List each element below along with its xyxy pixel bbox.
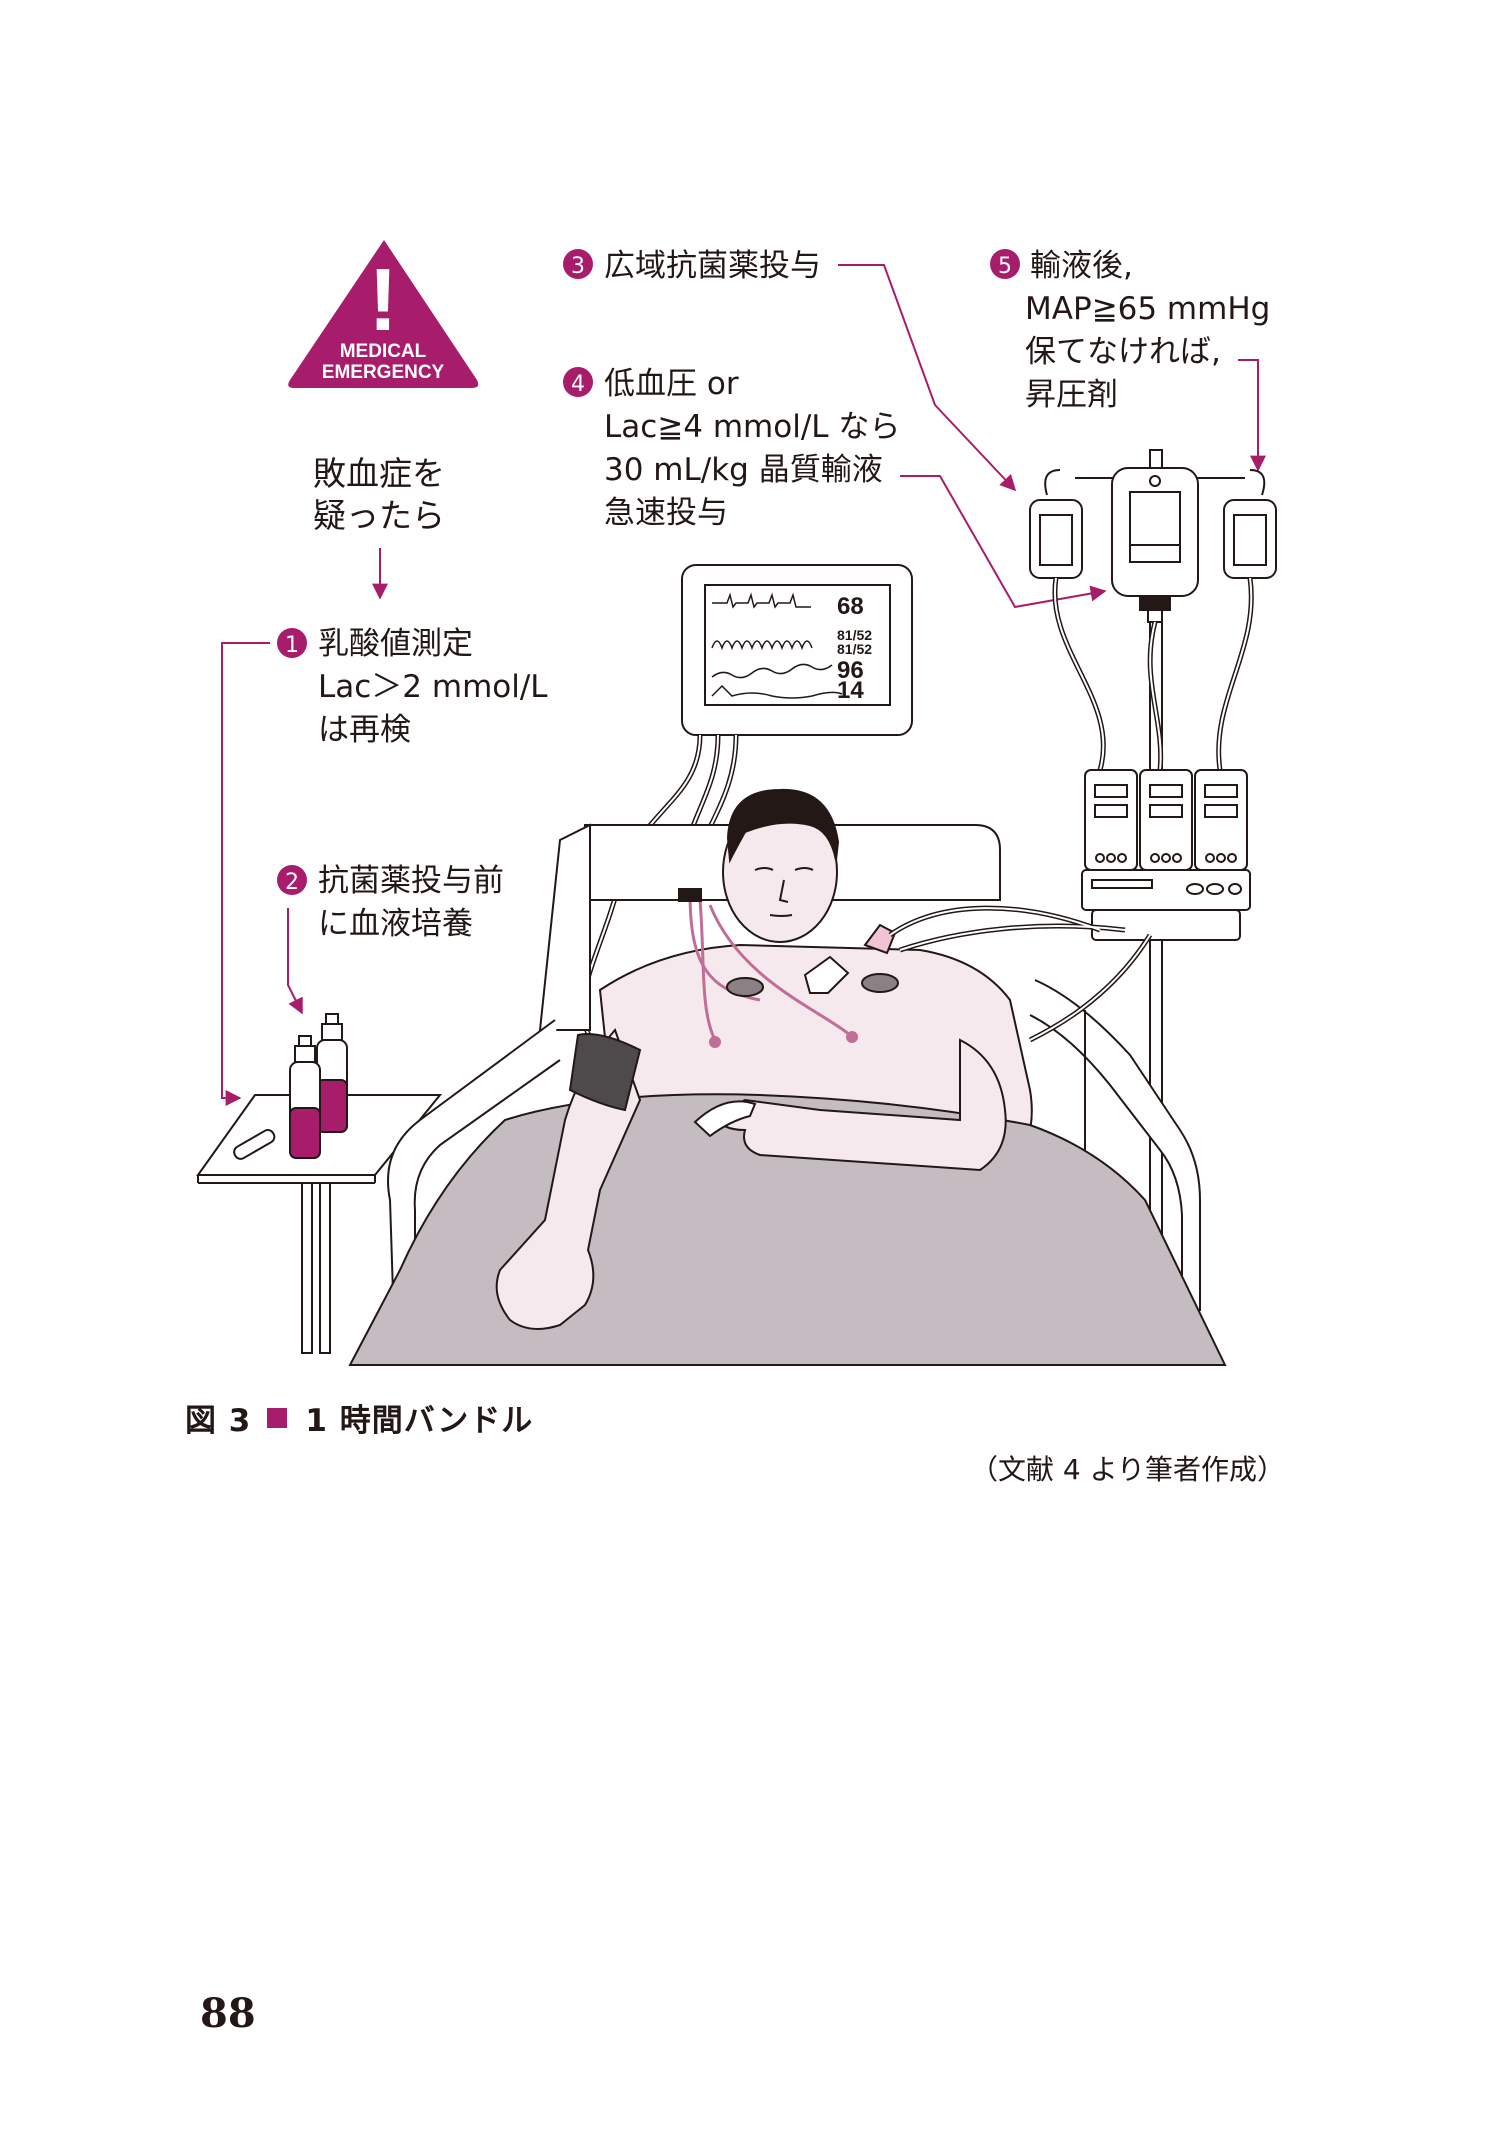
step4-number: 4 [571, 372, 585, 397]
ecg-electrodes [678, 888, 899, 1048]
step5-number-badge [990, 249, 1020, 279]
monitor-bp-2: 81/52 [837, 641, 872, 657]
step2-line2: に血液培養 [318, 906, 473, 942]
step4-number-badge [563, 367, 593, 397]
step1-number-badge [277, 628, 307, 658]
caption-title: 1 時間バンドル [305, 1403, 534, 1439]
exclamation-icon: ! [368, 250, 397, 349]
vital-signs-monitor: 68 81/52 81/52 96 14 [681, 564, 913, 736]
caption-figure-number: 図 3 [185, 1403, 252, 1439]
step3-number-badge [563, 249, 593, 279]
figure-caption: 図 3 1 時間バンドル [185, 1395, 533, 1440]
step5-line3: 保てなければ, [1025, 334, 1221, 370]
step4-line2: Lac≧4 mmol/L なら [604, 409, 900, 445]
step1-number: 1 [285, 633, 299, 658]
page-number: 88 [200, 1990, 256, 2037]
step3-number: 3 [571, 254, 585, 279]
step4-line1: 低血圧 or [604, 366, 739, 402]
monitor-spo2: 96 [837, 657, 864, 684]
monitor-bp-1: 81/52 [837, 627, 872, 643]
medical-emergency-sign: ! MEDICAL EMERGENCY [288, 240, 479, 388]
blood-culture-bottles [289, 1013, 348, 1159]
figure-source: （文献 4 より筆者作成） [970, 1453, 1286, 1486]
step1-line3: は再検 [318, 712, 411, 748]
figure-illustration: ! MEDICAL EMERGENCY 敗血症を 疑ったら 1 乳酸値測定 La… [196, 240, 1277, 1366]
step5-line1: 輸液後, [1030, 248, 1133, 284]
patient-arms [495, 1028, 1007, 1330]
step4-line4: 急速投与 [604, 495, 728, 531]
step5-line4: 昇圧剤 [1025, 377, 1118, 413]
caption-square-icon [267, 1407, 288, 1428]
label-suspect-line1: 敗血症を [313, 454, 445, 493]
iv-bags [1029, 467, 1277, 623]
sign-text-medical: MEDICAL [340, 341, 427, 362]
step1-line1: 乳酸値測定 [318, 626, 473, 662]
step5-line2: MAP≧65 mmHg [1025, 291, 1270, 327]
step3-line1: 広域抗菌薬投与 [604, 248, 821, 284]
sign-text-emergency: EMERGENCY [322, 362, 445, 383]
monitor-heart-rate: 68 [837, 593, 864, 620]
step2-number-badge [277, 865, 307, 895]
monitor-resp-rate: 14 [837, 677, 864, 704]
infusion-pumps [1081, 769, 1251, 941]
step5-number: 5 [998, 254, 1012, 279]
step2-line1: 抗菌薬投与前 [318, 863, 504, 899]
step4-line3: 30 mL/kg 晶質輸液 [604, 452, 883, 488]
step2-number: 2 [285, 870, 299, 895]
label-suspect-line2: 疑ったら [313, 496, 445, 535]
step1-line2: Lac＞2 mmol/L [318, 669, 548, 705]
